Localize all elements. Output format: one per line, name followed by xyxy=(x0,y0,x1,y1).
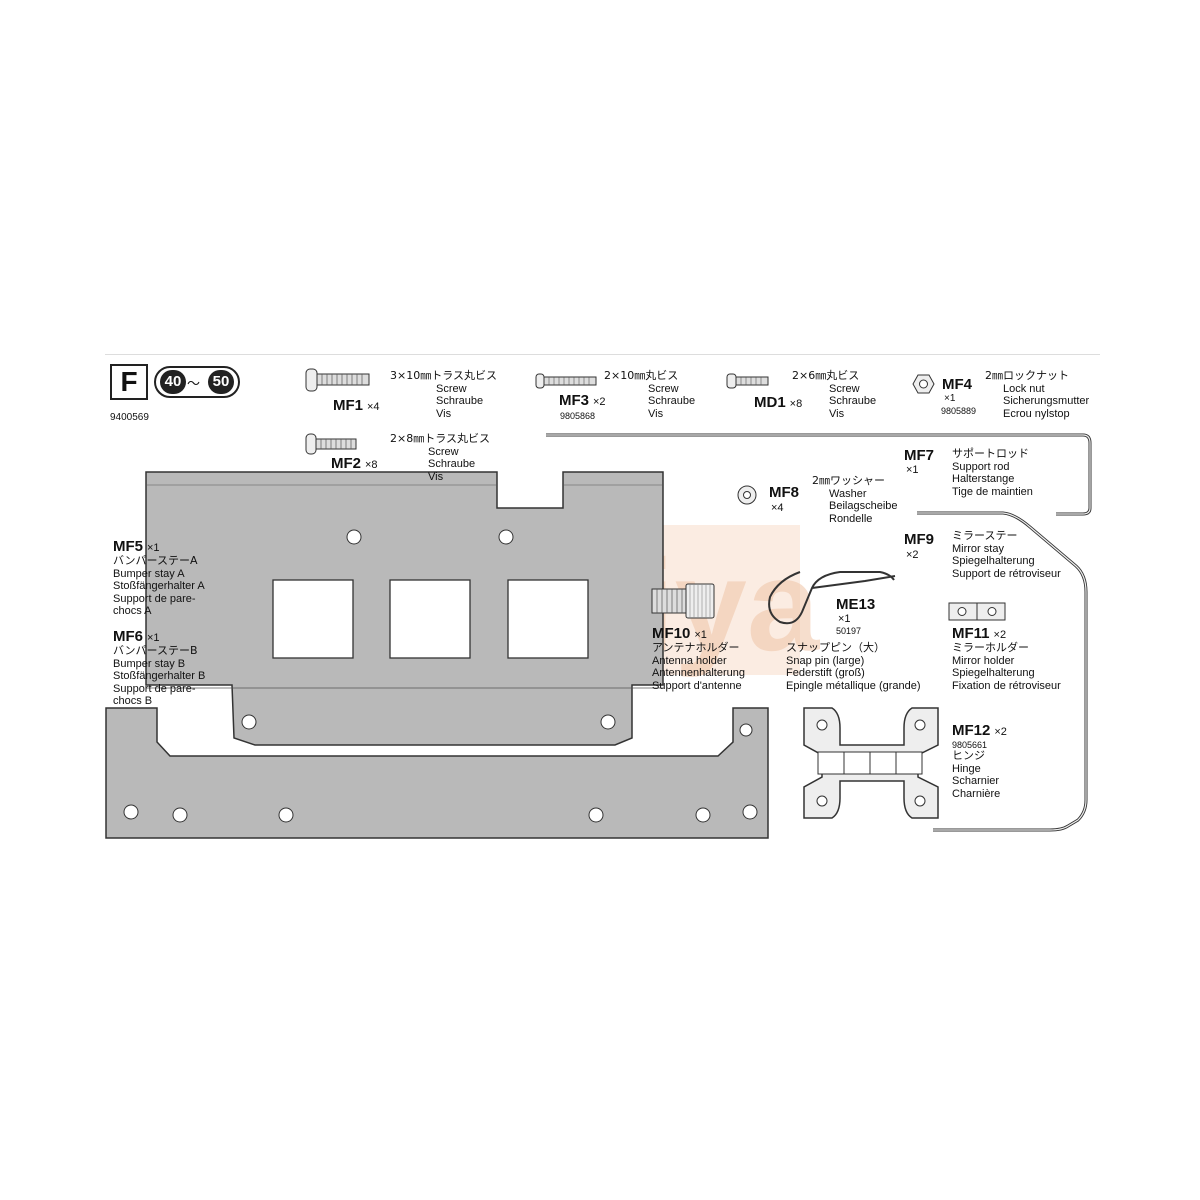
mf7-code: MF7 xyxy=(904,447,934,464)
mf4-desc: 2㎜ロックナット Lock nut Sicherungsmutter Ecrou… xyxy=(985,369,1090,420)
top-rule xyxy=(105,354,1100,355)
mf11-desc: ミラーホルダー Mirror holder Spiegelhalterung F… xyxy=(952,641,1061,692)
mf8-desc: 2㎜ワッシャー Washer Beilagscheibe Rondelle xyxy=(812,474,898,525)
mf3-screw-drawing xyxy=(535,373,597,389)
mf6-desc: バンパーステーB Bumper stay B Stoßfängerhalter … xyxy=(113,644,206,707)
mf10-code: MF10×1 xyxy=(652,625,707,642)
mf2-code: MF2×8 xyxy=(331,455,378,472)
section-letter: F xyxy=(120,366,138,397)
mf12-part-number: 9805661 xyxy=(952,740,988,750)
md1-code: MD1×8 xyxy=(754,394,803,411)
sheet-part-number: 9400569 xyxy=(110,412,149,423)
mf1-screw-drawing xyxy=(305,368,370,392)
md1-desc: 2×6㎜丸ビス Screw Schraube Vis xyxy=(792,369,877,420)
mf2-screw-drawing xyxy=(305,433,357,455)
mf1-desc: 3×10㎜トラス丸ビス Screw Schraube Vis xyxy=(390,369,497,420)
mf1-code: MF1×4 xyxy=(333,397,380,414)
mf12-hinge-drawing xyxy=(803,707,939,819)
mf6-code: MF6×1 xyxy=(113,628,160,645)
mf3-desc: 2×10㎜丸ビス Screw Schraube Vis xyxy=(604,369,696,420)
me13-code: ME13 xyxy=(836,596,876,613)
me13-part-number: 50197 xyxy=(836,626,862,636)
mf9-desc: ミラーステー Mirror stay Spiegelhalterung Supp… xyxy=(952,529,1061,580)
mf8-qty: ×4 xyxy=(771,502,784,514)
mf4-nut-drawing xyxy=(912,374,935,394)
mf11-code: MF11×2 xyxy=(952,625,1007,642)
mf2-desc: 2×8㎜トラス丸ビス Screw Schraube Vis xyxy=(390,432,490,483)
me13-snap-pin-drawing xyxy=(768,571,896,625)
step-separator: 〜 xyxy=(187,377,201,392)
mf10-antenna-holder-drawing xyxy=(651,583,715,619)
mf12-desc: ヒンジ Hinge Scharnier Charnière xyxy=(952,749,1001,800)
mf10-desc: アンテナホルダー Antenna holder Antennenhalterun… xyxy=(652,641,745,692)
step-start: 40 xyxy=(160,370,186,394)
mf5-code: MF5×1 xyxy=(113,538,160,555)
bumper-stay-b-plate xyxy=(105,707,769,839)
mf12-code: MF12×2 xyxy=(952,722,1007,739)
mf11-mirror-holder-drawing xyxy=(948,602,1006,621)
mf9-code: MF9 xyxy=(904,531,934,548)
mf9-qty: ×2 xyxy=(906,549,919,561)
me13-qty: ×1 xyxy=(838,613,851,625)
me13-desc: スナップピン（大） Snap pin (large) Federstift (g… xyxy=(786,641,921,692)
mf3-part-number: 9805868 xyxy=(560,411,596,421)
mf7-qty: ×1 xyxy=(906,464,919,476)
mf3-code: MF3×2 xyxy=(559,392,606,409)
mf8-code: MF8 xyxy=(769,484,799,501)
mf4-part-number: 9805889 xyxy=(941,406,977,416)
step-end: 50 xyxy=(208,370,234,394)
mf7-desc: サポートロッド Support rod Halterstange Tige de… xyxy=(952,447,1033,498)
mf5-desc: バンパーステーA Bumper stay A Stoßfängerhalter … xyxy=(113,554,205,617)
section-letter-box: F xyxy=(110,364,148,400)
mf4-code: MF4 xyxy=(942,376,972,393)
step-range-badge: 40 〜 50 xyxy=(154,366,240,398)
mf8-washer-drawing xyxy=(737,485,757,505)
md1-screw-drawing xyxy=(726,373,769,389)
mf4-qty: ×1 xyxy=(944,393,956,404)
